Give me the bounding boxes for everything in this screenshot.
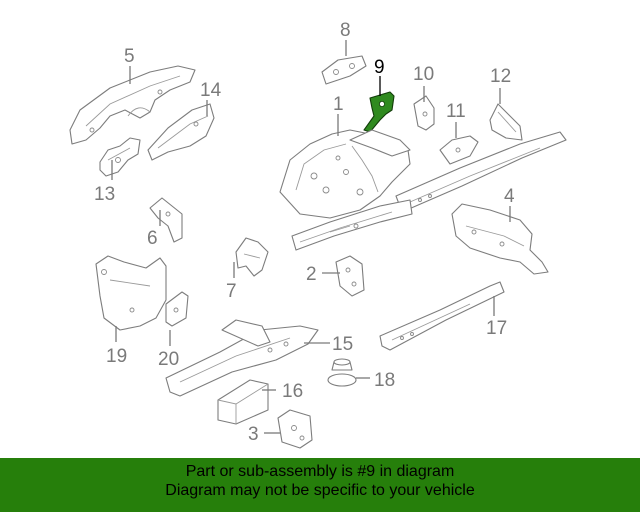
part-12-gusset[interactable] xyxy=(489,103,523,141)
callout-7: 7 xyxy=(226,281,237,302)
part-6-bracket[interactable] xyxy=(149,197,183,243)
callout-11: 11 xyxy=(446,101,466,122)
info-banner: Part or sub-assembly is #9 in diagram Di… xyxy=(0,458,640,512)
callout-16: 16 xyxy=(282,381,303,402)
callout-12: 12 xyxy=(490,66,511,87)
callout-15: 15 xyxy=(332,334,353,355)
callout-17: 17 xyxy=(486,318,507,339)
callout-14: 14 xyxy=(200,80,222,101)
banner-line-disclaimer: Diagram may not be specific to your vehi… xyxy=(165,482,475,499)
callout-6: 6 xyxy=(147,228,158,249)
part-16-block[interactable] xyxy=(217,379,269,425)
banner-line-part-number: Part or sub-assembly is #9 in diagram xyxy=(185,463,455,480)
callout-20: 20 xyxy=(158,349,179,370)
part-3-bracket[interactable] xyxy=(277,409,313,449)
callout-9-highlighted: 9 xyxy=(374,57,385,78)
callout-8: 8 xyxy=(340,20,351,41)
callout-5: 5 xyxy=(124,46,135,67)
part-15-frame-rail[interactable] xyxy=(165,319,319,397)
callout-19: 19 xyxy=(106,346,127,367)
leader-lines xyxy=(111,40,511,434)
part-8-plate[interactable] xyxy=(321,55,367,85)
callout-4: 4 xyxy=(504,186,515,207)
part-11-plate[interactable] xyxy=(439,135,479,165)
part-2-mount[interactable] xyxy=(335,255,365,297)
part-9-bracket-highlighted[interactable] xyxy=(363,91,395,133)
callout-13: 13 xyxy=(94,184,115,205)
callout-18: 18 xyxy=(374,370,395,391)
callout-10: 10 xyxy=(413,64,434,85)
part-10-bracket[interactable] xyxy=(413,95,435,131)
part-13-bracket[interactable] xyxy=(99,137,141,177)
part-4-side-rail[interactable] xyxy=(451,203,549,275)
part-5-fender-apron[interactable] xyxy=(69,65,196,145)
callout-1: 1 xyxy=(333,94,344,115)
callout-2: 2 xyxy=(306,264,317,285)
part-7-bracket[interactable] xyxy=(235,237,269,277)
part-17-rail[interactable] xyxy=(379,281,505,351)
part-20-bracket[interactable] xyxy=(165,291,189,327)
part-1-frame-assembly[interactable] xyxy=(279,129,567,251)
part-18-mount[interactable] xyxy=(327,358,357,387)
callout-3: 3 xyxy=(248,424,259,445)
part-19-panel[interactable] xyxy=(95,255,167,331)
parts-diagram: 5 14 13 8 9 10 11 12 1 4 6 7 19 20 2 17 … xyxy=(69,20,567,449)
part-14-apron-panel[interactable] xyxy=(147,103,215,161)
